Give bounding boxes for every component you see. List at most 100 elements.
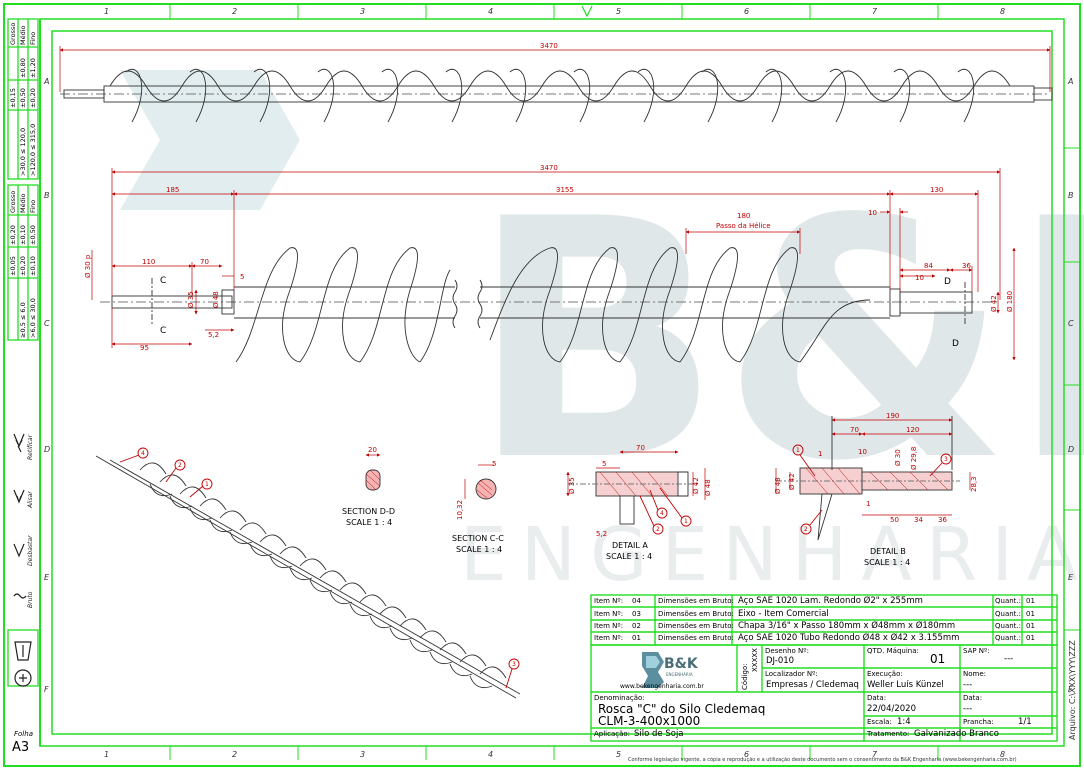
detail-b-dim-48: Ø 48: [774, 477, 782, 494]
zone-col-5b: 5: [616, 750, 621, 759]
zone-col-1b: 1: [104, 750, 109, 759]
detail-a-dim-70: 70: [636, 444, 645, 452]
zone-row-f: F: [44, 685, 49, 694]
logo-text: B&K: [664, 656, 699, 672]
part-qty-label: Quant.:: [995, 597, 1022, 605]
section-dd-title: SECTION D-D: [342, 507, 395, 516]
dim-48: Ø 48: [212, 291, 220, 308]
zone-col-8b: 8: [1000, 750, 1005, 759]
iso-balloons: 4 2 1 3: [141, 450, 516, 668]
tol-r4-1: ±0,50: [19, 88, 27, 108]
dim-52: 5,2: [208, 331, 219, 339]
part-qty-label: Quant.:: [995, 610, 1022, 618]
cut-c-bottom: C: [160, 326, 166, 336]
dim-pitch: 180: [737, 212, 750, 220]
main-dim-text: 3470 185 3155 130 180 Passo da Hélice 11…: [84, 164, 1014, 352]
sap-value: ---: [1004, 654, 1014, 664]
name-label: Nome:: [963, 670, 987, 678]
detail-b-dim-36: 36: [938, 516, 947, 524]
part-qty-label: Quant.:: [995, 634, 1022, 642]
rough-icon: [13, 593, 27, 599]
cone-icon: [14, 641, 32, 661]
dim-10b: 10: [915, 274, 924, 282]
section-cc-title: SECTION C-C: [452, 534, 504, 543]
app-value: Silo de Soja: [634, 729, 684, 739]
dim-84: 84: [924, 262, 933, 270]
rectify-icon: [13, 433, 25, 453]
zone-col-3b: 3: [360, 750, 365, 759]
detail-b-dim-283: 28,3: [970, 476, 978, 492]
part-dim-label: Dimensões em Bruto:: [658, 634, 734, 642]
detail-b-dim-298: Ø 29,8: [910, 447, 918, 470]
iso-balloon-3: 3: [512, 661, 516, 668]
date2-label: Data:: [963, 694, 983, 702]
rough-label: Bruto: [27, 591, 34, 608]
part-item-label: Item Nº:: [594, 634, 624, 642]
name-value: ---: [963, 680, 973, 690]
detail-b-dim-190: 190: [886, 412, 899, 420]
zone-col-2: 2: [232, 7, 237, 16]
zone-col-8: 8: [1000, 7, 1005, 16]
dim-30p: Ø 30 p: [84, 254, 92, 278]
detail-b-dim-120: 120: [906, 426, 919, 434]
drawing-value: DJ-010: [766, 656, 795, 666]
part-item: 04: [632, 597, 641, 605]
watermark: B&K ENGENHARIA: [120, 70, 1084, 598]
drawing-label: Desenho Nº:: [765, 647, 809, 655]
dim-185: 185: [166, 186, 179, 194]
detail-b-dim-1b: 1: [866, 500, 870, 508]
add-icon: [14, 669, 32, 687]
sheet-no-label: Prancha:: [963, 718, 994, 726]
tol-col3-2: Fino: [29, 199, 37, 213]
zone-grid: [169, 4, 1080, 760]
date-value: 22/04/2020: [867, 704, 916, 714]
part-qty: 01: [1026, 634, 1035, 642]
dim-42: Ø 42: [990, 295, 998, 312]
code-value: XXXXX: [751, 648, 759, 672]
dim-180: Ø 180: [1006, 291, 1014, 312]
part-item: 03: [632, 610, 641, 618]
file-path: Arquivo: C:\XXX\YYY\ZZZ: [1068, 640, 1077, 740]
zone-row-b-r: B: [1068, 191, 1074, 200]
detail-b-dim-50: 50: [890, 516, 899, 524]
detail-a-dim-48: Ø 48: [704, 479, 712, 496]
iso-view: [95, 447, 521, 699]
tol-r1-1: ±0,80: [19, 58, 27, 78]
zone-row-f-r: F: [1068, 685, 1073, 694]
zone-row-b: B: [44, 191, 50, 200]
section-cc-dim1: 5: [492, 460, 496, 468]
date2-value: ---: [963, 704, 973, 714]
center-mark: [581, 5, 593, 18]
detail-a-dim-5: 5: [602, 460, 606, 468]
zone-row-a: A: [43, 77, 49, 86]
section-cc: [464, 464, 497, 500]
detail-b-balloon-3: 3: [944, 456, 948, 463]
mill-label: Alisar: [27, 491, 34, 509]
dim-110: 110: [142, 258, 155, 266]
detail-a-balloon-1: 1: [684, 518, 688, 525]
detail-b-dim-30: Ø 30: [894, 449, 902, 466]
tol-header-1: Grosso: [9, 22, 17, 45]
detail-a-dim-42: Ø 42: [692, 477, 700, 494]
part-desc: Chapa 3/16" x Passo 180mm x Ø48mm x Ø180…: [738, 621, 956, 631]
cut-labels: C C D D: [160, 276, 959, 349]
tol-r4-2: ±0,50: [29, 225, 37, 245]
code-label: Código:: [741, 663, 749, 690]
zone-col-4b: 4: [488, 750, 493, 759]
dim-95: 95: [140, 344, 149, 352]
zone-col-2b: 2: [232, 750, 237, 759]
tol-col2-1: Médio: [19, 25, 27, 45]
tol-r2-1: ±1,20: [29, 58, 37, 78]
detail-b-text: 190 70 120 1 10 Ø 30 Ø 29,8 Ø 48 Ø 42 1 …: [774, 412, 978, 533]
cut-d-top: D: [944, 277, 951, 287]
tol-r5-2: ±0,20: [19, 256, 27, 276]
finish-labels: Retificar Alisar Desbastar Bruto: [27, 434, 34, 608]
zone-col-6b: 6: [744, 750, 749, 759]
detail-a-scale: SCALE 1 : 4: [606, 552, 652, 561]
part-qty: 01: [1026, 597, 1035, 605]
dim-36: 36: [962, 262, 971, 270]
zone-row-e: E: [44, 573, 50, 582]
detail-b-dim-10: 10: [858, 448, 867, 456]
title-block-frame: [590, 594, 1058, 742]
